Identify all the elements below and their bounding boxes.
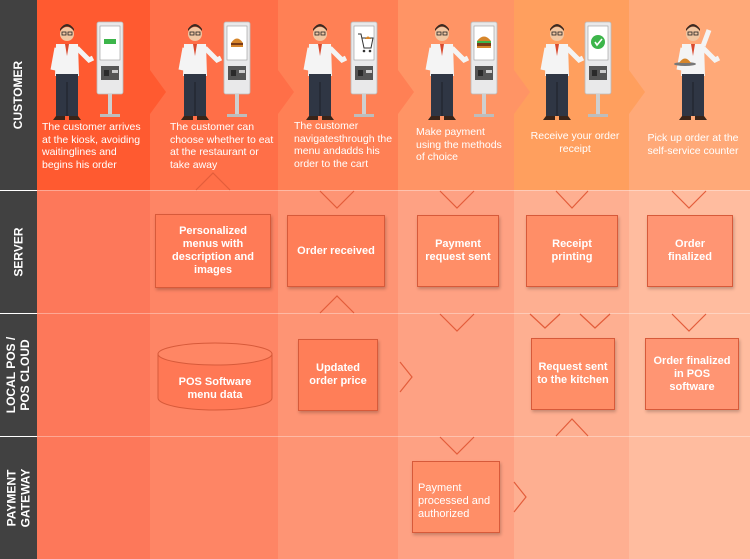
- arrow-down-gw-4: [439, 436, 475, 455]
- person-icon: [306, 24, 346, 120]
- arrow-down-pos-4: [439, 313, 475, 332]
- chevron-right-1: [150, 70, 166, 114]
- cart-icon: [358, 33, 374, 49]
- burger-icon: [679, 58, 691, 63]
- customer-cell-1: [37, 0, 150, 190]
- kiosk-icon: [470, 21, 498, 118]
- arrow-down-6: [671, 190, 707, 209]
- receipt-printing-box: Receipt printing: [526, 215, 618, 287]
- order-finalized-box: Order finalized: [647, 215, 733, 287]
- customer-cell-2: [150, 0, 278, 190]
- request-kitchen-box: Request sent to the kitchen: [531, 338, 615, 410]
- lane-label-server: SERVER: [0, 191, 37, 313]
- lane-label-gateway: PAYMENT GATEWAY: [0, 437, 37, 559]
- chevron-right-5: [629, 70, 645, 114]
- chevron-right-3: [398, 70, 414, 114]
- step-4-text: Make payment using the methods of choice: [416, 126, 502, 163]
- person-icon: [428, 24, 468, 120]
- step-1-text: The customer arrives at the kiosk, avoid…: [42, 121, 141, 171]
- chevron-right-4: [514, 70, 530, 114]
- lane-label-customer: CUSTOMER: [0, 0, 37, 190]
- arrow-down-pos-6: [671, 313, 707, 332]
- arrow-down-pos-5b: [579, 313, 611, 329]
- kiosk-icon: [350, 21, 378, 118]
- step-5-text: Receive your order receipt: [530, 130, 620, 155]
- lane-label-pos: LOCAL POS / POS CLOUD: [0, 314, 37, 436]
- burger-icon: [231, 38, 243, 43]
- arrow-up-2: [195, 172, 231, 191]
- customer-cell-3: [278, 0, 398, 190]
- person-icon: [679, 24, 719, 120]
- arrow-down-pos-5a: [529, 313, 561, 329]
- arrow-right-pos-3: [399, 361, 413, 393]
- person-icon: [543, 24, 583, 120]
- order-received-box: Order received: [287, 215, 385, 287]
- arrow-up-gw-5: [555, 418, 589, 437]
- arrow-up-pos-3: [319, 295, 355, 314]
- pos-menu-data-label: POS Software menu data: [178, 376, 252, 401]
- order-finalized-pos-box: Order finalized in POS software: [645, 338, 739, 410]
- arrow-right-gw-4: [513, 481, 527, 513]
- payment-processed-box: Payment processed and authorized: [412, 461, 500, 533]
- kiosk-icon: [96, 21, 124, 118]
- arrow-down-3: [319, 190, 355, 209]
- step-2-text: The customer can choose whether to eat a…: [170, 121, 274, 171]
- step-3-text: The customer navigatesthrough the menu a…: [294, 120, 393, 170]
- arrow-down-4: [439, 190, 475, 209]
- kiosk-icon: [223, 21, 251, 118]
- person-icon: [53, 24, 93, 120]
- start-screen-icon: [104, 39, 116, 44]
- step-6-text: Pick up order at the self-service counte…: [647, 132, 739, 157]
- person-icon: [181, 24, 221, 120]
- database-icon: [157, 342, 273, 411]
- customer-illustrations: [37, 21, 750, 120]
- personalized-menus-box: Personalized menus with description and …: [155, 214, 271, 288]
- check-icon: [591, 35, 605, 49]
- chevron-right-2: [278, 70, 294, 114]
- burger-icon: [477, 36, 491, 41]
- arrow-down-5: [555, 190, 589, 209]
- payment-request-box: Payment request sent: [417, 215, 499, 287]
- updated-price-box: Updated order price: [298, 339, 378, 411]
